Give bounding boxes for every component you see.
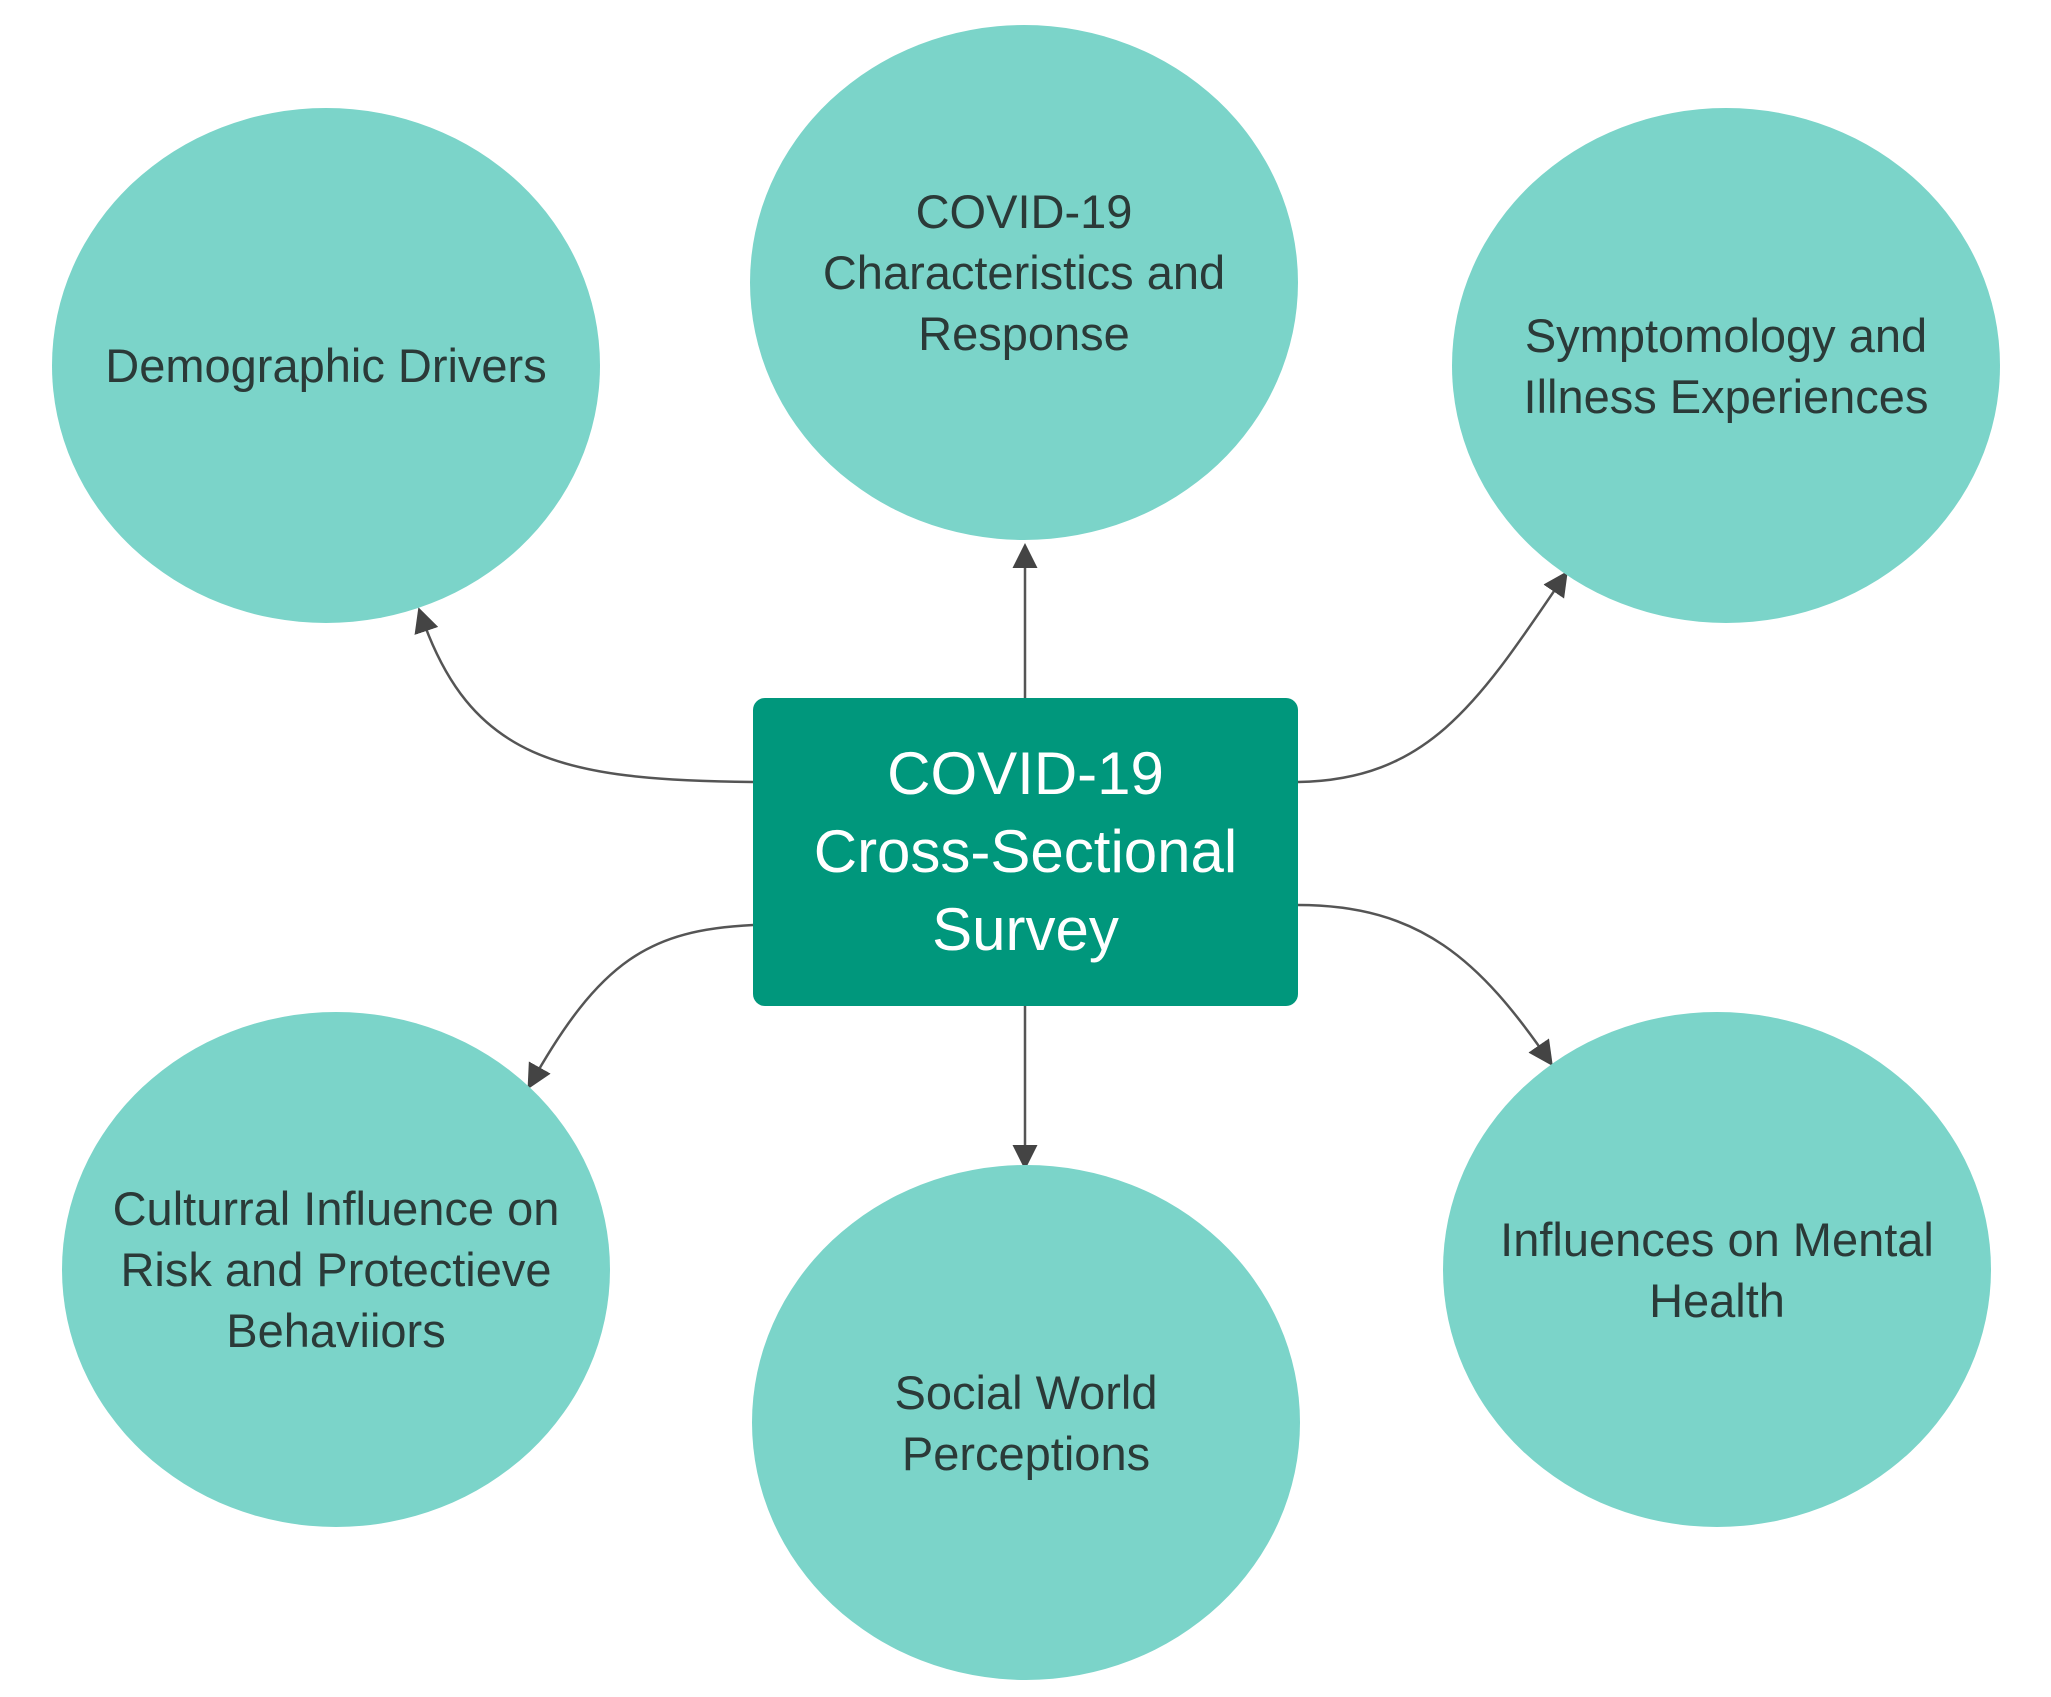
node-cultural-influence: Culturral Influence on Risk and Protecti…	[62, 1012, 610, 1527]
node-symptomology: Symptomology and Illness Experiences	[1452, 108, 2000, 623]
node-label: Social World Perceptions	[894, 1365, 1158, 1480]
node-covid-characteristics: COVID-19 Characteristics and Response	[750, 25, 1298, 540]
center-survey-label: COVID-19 Cross-Sectional Survey	[813, 740, 1238, 963]
arrow-to-cultural-influence	[527, 923, 754, 1090]
node-label: Culturral Influence on Risk and Protecti…	[112, 1182, 560, 1357]
node-label: Symptomology and Illness Experiences	[1523, 308, 1929, 423]
arrow-to-mental-health	[1297, 903, 1553, 1067]
center-survey-box: COVID-19 Cross-Sectional Survey	[753, 698, 1298, 1006]
node-social-world: Social World Perceptions	[752, 1165, 1300, 1680]
arrow-to-demographic-drivers	[414, 607, 754, 784]
node-label: Influences on Mental Health	[1500, 1212, 1934, 1327]
node-demographic-drivers: Demographic Drivers	[52, 108, 600, 623]
node-label: Demographic Drivers	[105, 339, 547, 392]
node-mental-health: Influences on Mental Health	[1443, 1012, 1991, 1527]
node-label: COVID-19 Characteristics and Response	[822, 185, 1226, 360]
arrow-to-symptomology	[1297, 570, 1568, 784]
